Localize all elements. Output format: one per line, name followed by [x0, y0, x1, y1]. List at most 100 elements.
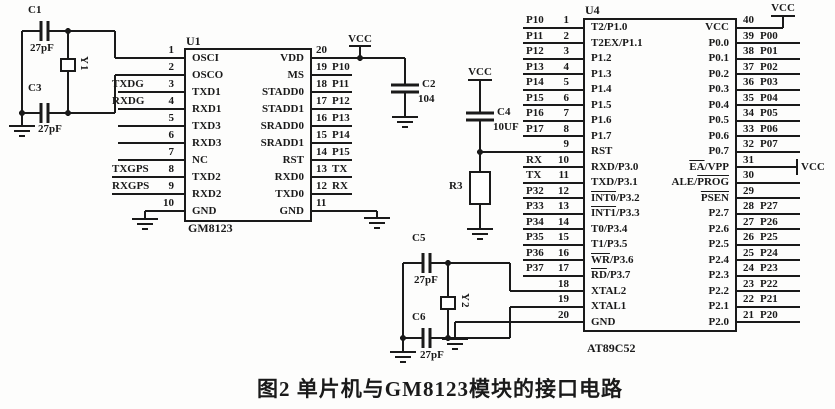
pin-row: 20	[523, 307, 585, 323]
pin-number: 10	[163, 197, 174, 209]
pin-number: 28	[743, 200, 754, 212]
net-label: P04	[760, 91, 778, 104]
pin-label: P0.4	[672, 98, 729, 114]
pin-label-overline: INT0	[591, 191, 617, 204]
pin-label: OSCO	[192, 69, 224, 81]
net-label: P11	[526, 29, 544, 42]
pin-label-text: T2/P1.0	[591, 21, 628, 33]
pin-number: 34	[743, 107, 754, 119]
pin-row: 10	[112, 194, 184, 211]
pin-row: RX 10	[523, 152, 585, 168]
pin-label-text: GND	[591, 315, 616, 328]
capacitor-c1-value: 27pF	[30, 42, 54, 54]
pin-row: 7	[112, 143, 184, 160]
pin-row: 31	[738, 152, 800, 168]
pin-label-text: P0.6	[708, 129, 729, 142]
pin-label-overline: RD	[591, 269, 607, 281]
pin-number: 40	[743, 14, 754, 26]
pin-label: GND	[279, 205, 304, 217]
pin-label: P0.3	[672, 82, 729, 98]
capacitor-c3-ref: C3	[28, 82, 42, 94]
net-label: P22	[760, 277, 778, 290]
pin-row: 37 P02	[738, 59, 800, 75]
pin-label-text: P1.5	[591, 98, 612, 111]
pin-row: P13 4	[523, 59, 585, 75]
net-label: TXGPS	[112, 163, 149, 175]
ground-symbol	[363, 217, 391, 229]
vcc-label: VCC	[771, 2, 795, 14]
capacitor-c2-value: 104	[418, 93, 435, 105]
pin-label-text: /P3.6	[609, 253, 634, 266]
pin-label: RXD3	[192, 137, 222, 149]
pin-label: P2.7	[672, 206, 729, 222]
pin-label-text: T1/P3.5	[591, 238, 628, 250]
junction-dot	[400, 335, 406, 341]
pin-number: 17	[316, 95, 327, 107]
pin-label: RST	[591, 144, 643, 160]
pin-number: 20	[558, 308, 569, 321]
pin-label-overline: EA	[689, 160, 705, 173]
pin-row: TX 11	[523, 168, 585, 184]
pin-label: P1.7	[591, 129, 643, 145]
net-label: P27	[760, 200, 778, 212]
pin-row: 9	[523, 137, 585, 153]
pin-number: 9	[168, 180, 175, 192]
pin-row: P35 15	[523, 230, 585, 246]
net-label: P12	[332, 95, 350, 107]
pin-row: 34 P05	[738, 106, 800, 122]
net-label: P34	[526, 215, 544, 228]
pin-number: 12	[558, 184, 569, 197]
pin-label: P2.2	[672, 284, 729, 300]
pin-label-text: P2.1	[708, 300, 729, 312]
pin-row: 24 P23	[738, 261, 800, 277]
pin-number: 23	[743, 277, 754, 290]
pin-number: 3	[168, 78, 175, 90]
pin-label-text: P2.5	[708, 238, 729, 250]
ground-symbol	[389, 351, 417, 363]
net-label: P15	[332, 146, 350, 158]
ground-symbol	[441, 338, 469, 350]
pin-number: 1	[168, 44, 175, 56]
net-label: RX	[332, 180, 348, 192]
pin-label-text: P0.0	[708, 36, 729, 49]
pin-number: 12	[316, 180, 327, 192]
junction-dot	[357, 55, 363, 61]
pin-number: 16	[316, 112, 327, 124]
pin-label: RD/P3.7	[591, 268, 643, 284]
pin-number: 11	[316, 197, 327, 209]
pin-label-text: P1.2	[591, 52, 612, 64]
net-label: TX	[332, 163, 348, 175]
pin-label: P2.6	[672, 222, 729, 238]
crystal-y2-ref: Y2	[459, 293, 471, 309]
pin-row: P16 7	[523, 106, 585, 122]
pin-row: 26 P25	[738, 230, 800, 246]
capacitor-c1-ref: C1	[28, 4, 42, 16]
pin-number: 39	[743, 29, 754, 42]
net-label: P37	[526, 262, 544, 274]
pin-number: 19	[558, 293, 569, 305]
net-label: RX	[526, 153, 542, 166]
net-label: P05	[760, 107, 778, 119]
pin-row: TXDG 3	[112, 75, 184, 92]
resistor-r3	[469, 171, 491, 205]
net-label: P13	[526, 60, 544, 73]
pin-label: GND	[591, 315, 643, 331]
pin-label: GND	[192, 205, 217, 217]
ground-symbol	[466, 228, 494, 240]
pin-number: 33	[743, 122, 754, 135]
net-label: P33	[526, 200, 544, 212]
pin-row: 22 P21	[738, 292, 800, 308]
pin-label: P0.5	[672, 113, 729, 129]
pin-label: T1/P3.5	[591, 237, 643, 253]
capacitor-c6-ref: C6	[412, 311, 426, 323]
capacitor-c3-value: 27pF	[38, 123, 62, 135]
pin-label-text: RST	[591, 145, 613, 157]
pin-row: 6	[112, 126, 184, 143]
pin-label-text: /P3.7	[606, 269, 631, 281]
pin-number: 32	[743, 138, 754, 150]
net-label: P24	[760, 246, 778, 259]
net-label: TX	[526, 169, 542, 181]
pin-row: 12 RX	[312, 177, 358, 194]
pin-label: T2EX/P1.1	[591, 36, 643, 52]
